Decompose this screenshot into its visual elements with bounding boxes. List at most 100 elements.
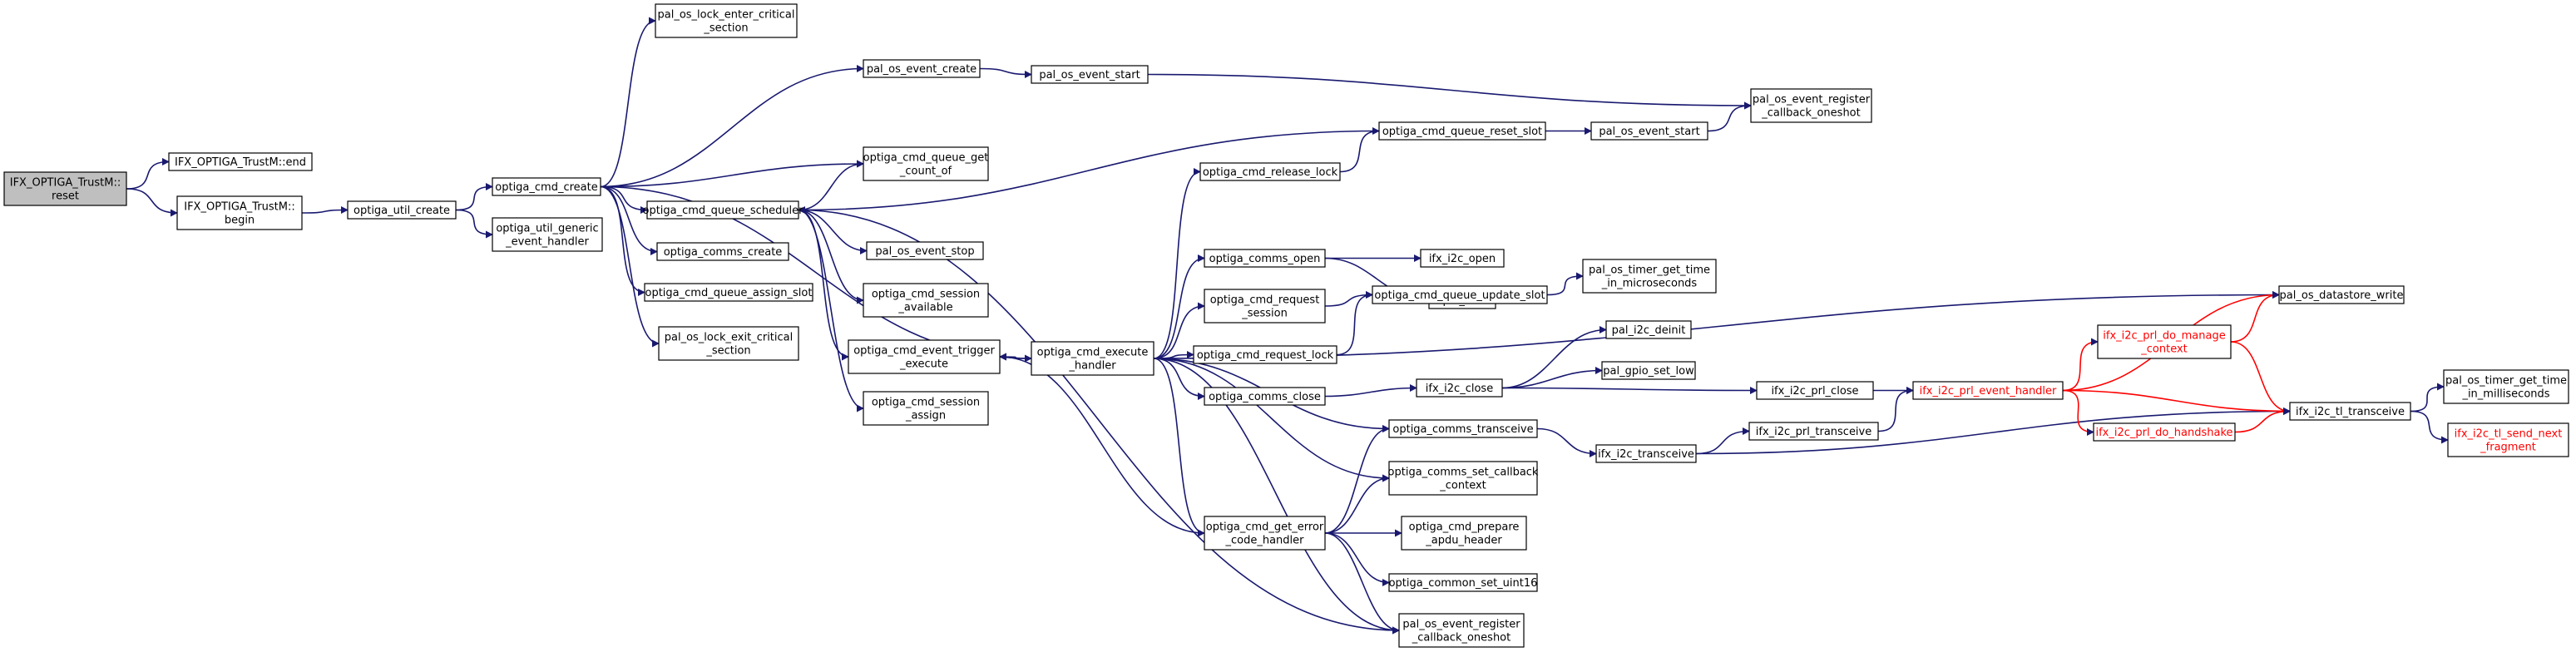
function-node-prep-apdu[interactable]: optiga_cmd_prepare_apdu_header <box>1401 516 1527 551</box>
function-node-tl-transceive[interactable]: ifx_i2c_tl_transceive <box>2289 402 2411 421</box>
edge-path <box>126 158 170 190</box>
function-node-ev-stop[interactable]: pal_os_event_stop <box>866 241 984 260</box>
function-node-comms-create[interactable]: optiga_comms_create <box>656 242 789 261</box>
call-edge-cmd_create-to-q_sched <box>600 185 648 214</box>
function-node-i2c-open[interactable]: ifx_i2c_open <box>1420 249 1505 268</box>
node-box <box>644 283 813 302</box>
function-node-comms-open[interactable]: optiga_comms_open <box>1204 249 1326 268</box>
function-node-req-lock[interactable]: optiga_cmd_request_lock <box>1193 345 1337 364</box>
function-node-prl-event[interactable]: ifx_i2c_prl_event_handler <box>1912 381 2064 400</box>
node-box <box>866 241 984 260</box>
function-node-lock-exit[interactable]: pal_os_lock_exit_critical_section <box>658 326 799 361</box>
node-label-line: optiga_cmd_queue_reset_slot <box>1382 126 1542 138</box>
node-box <box>2447 422 2569 457</box>
function-node-q-reset-slot[interactable]: optiga_cmd_queue_reset_slot <box>1378 121 1546 141</box>
edge-path <box>1695 408 2291 455</box>
edge-path <box>1153 302 1205 359</box>
node-box <box>1388 573 1538 592</box>
node-label-line: IFX_OPTIGA_TrustM:: <box>10 177 121 190</box>
edge-path <box>600 185 648 214</box>
function-node-get-err[interactable]: optiga_cmd_get_error_code_handler <box>1204 516 1326 551</box>
call-edge-comms_transceive-to-i2c_transceive <box>1536 427 1597 457</box>
edge-path <box>2062 389 2291 415</box>
function-node-ev-start1[interactable]: pal_os_event_start <box>1031 65 1149 84</box>
function-node-q-sched[interactable]: optiga_cmd_queue_scheduler <box>642 200 803 220</box>
call-edge-exec_handler-to-set_cb_ctx <box>1153 358 1390 482</box>
function-node-i2c-close[interactable]: ifx_i2c_close <box>1416 378 1503 398</box>
function-node-cmd-create[interactable]: optiga_cmd_create <box>492 177 601 196</box>
call-edge-i2c_close-to-gpio_low <box>1501 367 1603 389</box>
function-node-q-assign-slot[interactable]: optiga_cmd_queue_assign_slot <box>644 283 813 302</box>
function-node-ev-start2[interactable]: pal_os_event_start <box>1590 121 1708 141</box>
function-node-i2c-transceive[interactable]: ifx_i2c_transceive <box>1595 444 1697 463</box>
node-label-line: ifx_i2c_close <box>1426 383 1493 395</box>
function-node-i2c-deinit[interactable]: pal_i2c_deinit <box>1605 320 1692 339</box>
call-edge-exec_handler-to-ds_write <box>1153 291 2280 359</box>
function-node-reg-cb1[interactable]: pal_os_event_register_callback_oneshot <box>1750 88 1872 123</box>
node-box <box>848 339 1001 374</box>
function-node-release-lock[interactable]: optiga_cmd_release_lock <box>1199 162 1341 181</box>
edge-path <box>798 209 864 412</box>
edge-path <box>1153 291 2280 359</box>
node-label-line: _section <box>705 345 750 358</box>
call-edge-prl_transceive-to-prl_event <box>1877 387 1914 432</box>
node-box <box>656 242 789 261</box>
edge-path <box>1153 168 1201 359</box>
function-node-sess-assign[interactable]: optiga_cmd_session_assign <box>863 391 989 426</box>
call-edge-get_err-to-ev_trigger <box>999 353 1205 534</box>
call-edge-prl_event-to-prl_handshake <box>2062 389 2094 436</box>
function-node-prl-handshake[interactable]: ifx_i2c_prl_do_handshake <box>2093 422 2236 442</box>
function-node-set-u16[interactable]: optiga_common_set_uint16 <box>1388 573 1538 592</box>
function-node-tl-send[interactable]: ifx_i2c_tl_send_next_fragment <box>2447 422 2569 457</box>
function-node-prl-close[interactable]: ifx_i2c_prl_close <box>1756 381 1874 400</box>
function-node-ev-trigger[interactable]: optiga_cmd_event_trigger_execute <box>848 339 1001 374</box>
function-node-ds-write[interactable]: pal_os_datastore_write <box>2278 285 2405 304</box>
node-box <box>1388 419 1538 438</box>
node-label-line: _session <box>1241 308 1288 320</box>
node-label-line: ifx_i2c_prl_do_handshake <box>2095 427 2232 439</box>
edge-path <box>1546 272 1584 296</box>
function-node-q-update-slot[interactable]: optiga_cmd_queue_update_slot <box>1372 285 1548 304</box>
node-label-line: pal_i2c_deinit <box>1612 324 1686 337</box>
node-box <box>2289 402 2411 421</box>
node-label-line: reset <box>52 190 79 203</box>
edge-path <box>1153 358 1400 635</box>
node-box <box>176 195 303 230</box>
function-node-gpio-low[interactable]: pal_gpio_set_low <box>1601 361 1696 380</box>
function-node-sess-avail[interactable]: optiga_cmd_session_available <box>863 283 989 318</box>
call-edge-q_sched-to-reg_cb2 <box>798 209 1400 635</box>
node-box <box>1595 444 1697 463</box>
function-node-ev-create[interactable]: pal_os_event_create <box>863 59 981 78</box>
edge-path <box>1153 358 1205 537</box>
function-node-prl-manage[interactable]: ifx_i2c_prl_do_manage_context <box>2097 324 2232 359</box>
function-node-req-session[interactable]: optiga_cmd_request_session <box>1204 289 1326 324</box>
node-label-line: pal_os_lock_exit_critical <box>665 332 794 344</box>
call-edge-q_sched-to-q_get_count <box>798 160 864 211</box>
function-node-util-create[interactable]: optiga_util_create <box>347 200 457 220</box>
function-node-comms-transceive[interactable]: optiga_comms_transceive <box>1388 419 1538 438</box>
function-node-root[interactable]: IFX_OPTIGA_TrustM::reset <box>3 171 127 206</box>
function-node-lock-enter[interactable]: pal_os_lock_enter_critical_section <box>655 3 798 38</box>
function-node-prl-transceive[interactable]: ifx_i2c_prl_transceive <box>1748 422 1879 441</box>
node-box <box>1605 320 1692 339</box>
node-box <box>655 3 798 38</box>
function-node-reg-cb2[interactable]: pal_os_event_register_callback_oneshot <box>1398 613 1525 648</box>
call-edge-q_sched-to-ev_stop <box>798 209 868 254</box>
node-box <box>1204 289 1326 324</box>
function-node-q-get-count[interactable]: optiga_cmd_queue_get_count_of <box>863 146 989 181</box>
edge-path <box>1536 427 1597 457</box>
function-node-begin[interactable]: IFX_OPTIGA_TrustM::begin <box>176 195 303 230</box>
node-label-line: _context <box>1439 480 1486 492</box>
node-box <box>1204 516 1326 551</box>
function-node-exec-handler[interactable]: optiga_cmd_execute_handler <box>1031 341 1155 376</box>
node-box <box>3 171 127 206</box>
function-node-timer-micro[interactable]: pal_os_timer_get_time_in_microseconds <box>1582 259 1717 294</box>
function-node-end[interactable]: IFX_OPTIGA_TrustM::end <box>168 152 313 171</box>
function-node-comms-close[interactable]: optiga_comms_close <box>1204 387 1326 406</box>
function-node-util-generic[interactable]: optiga_util_generic_event_handler <box>492 217 603 252</box>
node-label-line: optiga_common_set_uint16 <box>1389 577 1538 590</box>
node-box <box>1204 387 1326 406</box>
node-label-line: _section <box>703 22 748 35</box>
function-node-set-cb-ctx[interactable]: optiga_comms_set_callback_context <box>1388 461 1539 496</box>
function-node-timer-milli[interactable]: pal_os_timer_get_time_in_milliseconds <box>2443 369 2569 404</box>
